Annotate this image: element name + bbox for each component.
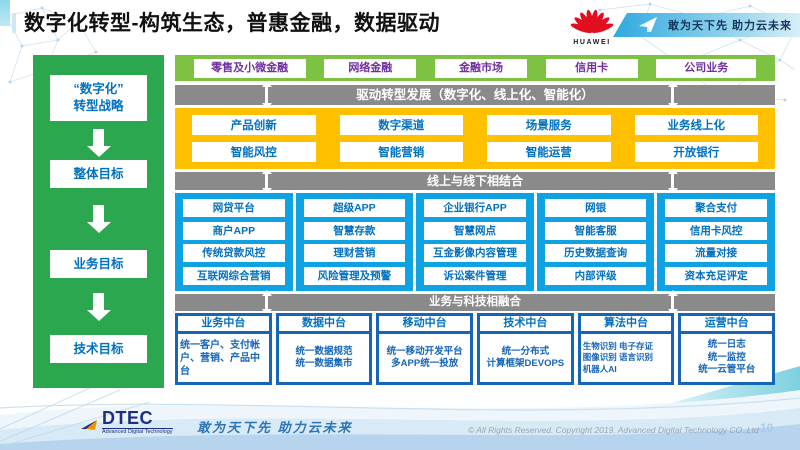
business-line-item: 信用卡	[545, 58, 638, 78]
strategy-sidebar: “数字化” 转型战略 整体目标 业务目标 技术目标	[33, 55, 164, 388]
updown-arrow-icon	[261, 290, 272, 315]
platform-column-tech: 技术中台 统一分布式 计算框架DEVOPS	[477, 313, 574, 385]
application-item: 流量对接	[665, 244, 767, 263]
application-item: 智能客服	[544, 221, 647, 240]
slogan-banner: 敢为天下先 助力云未来	[613, 13, 800, 37]
application-column: 企业银行APP 智慧网点 互金影像内容管理 诉讼案件管理	[416, 193, 534, 291]
capability-item: 业务线上化	[634, 115, 758, 135]
dtec-caption: Advanced Digital Technology	[102, 428, 173, 435]
application-column: 网贷平台 商户APP 传统贷款风控 互联网综合营销	[175, 193, 293, 291]
capability-item: 数字渠道	[339, 115, 463, 135]
platform-title: 业务中台	[178, 316, 269, 331]
application-item: 理财营销	[303, 244, 406, 263]
updown-arrow-icon	[261, 168, 272, 194]
application-item: 诉讼案件管理	[424, 266, 526, 285]
application-item: 企业银行APP	[424, 199, 526, 218]
platform-title: 运营中台	[681, 316, 773, 331]
down-arrow-icon	[86, 205, 111, 233]
sidebar-item-overall-goal: 整体目标	[50, 160, 147, 188]
application-item: 网贷平台	[183, 199, 285, 218]
application-item: 信用卡风控	[665, 221, 767, 240]
updown-arrow-icon	[667, 168, 678, 194]
page-title: 数字化转型-构筑生态，普惠金融，数据驱动	[24, 12, 440, 35]
updown-arrow-icon	[667, 81, 678, 109]
platform-column-operation: 运营中台 统一日志 统一监控 统一云管平台	[678, 313, 776, 385]
business-line-item: 零售及小微金融	[193, 58, 306, 78]
application-column: 超级APP 智慧存款 理财营销 风险管理及预警	[295, 193, 414, 291]
updown-arrow-icon	[261, 81, 272, 109]
platform-detail: 统一分布式 计算框架DEVOPS	[480, 334, 571, 382]
updown-arrow-icon	[667, 290, 678, 315]
business-line-item: 公司业务	[656, 58, 757, 78]
platform-title: 算法中台	[580, 316, 672, 331]
application-item: 历史数据查询	[544, 244, 647, 263]
application-item: 传统贷款风控	[183, 244, 285, 263]
application-column: 网银 智能客服 历史数据查询 内部评级	[536, 193, 655, 291]
application-item: 网银	[544, 199, 647, 218]
application-item: 互联网综合营销	[183, 266, 285, 285]
capability-item: 产品创新	[192, 115, 316, 135]
sidebar-item-business-goal: 业务目标	[50, 250, 147, 278]
application-item: 商户APP	[183, 221, 285, 240]
transform-bar-label: 业务与科技相融合	[429, 296, 521, 308]
application-item: 风险管理及预警	[303, 266, 406, 285]
down-arrow-icon	[86, 129, 111, 157]
capability-item: 智能运营	[487, 142, 611, 162]
platform-title: 技术中台	[480, 316, 571, 331]
dtec-wordmark: DTEC	[102, 408, 153, 428]
application-item: 互金影像内容管理	[424, 244, 526, 263]
platform-column-business: 业务中台 统一客户、支付帐户、营销、产品中台	[175, 313, 272, 385]
banner-slogan: 敢为天下先 助力云未来	[668, 20, 793, 32]
application-item: 资本充足评定	[665, 266, 767, 285]
application-item: 内部评级	[544, 266, 647, 285]
title-accent-bar	[0, 0, 10, 26]
platform-detail: 统一数据规范 统一数据集市	[278, 334, 370, 382]
business-line-item: 金融市场	[434, 58, 527, 78]
platform-title: 移动中台	[379, 316, 471, 331]
application-item: 聚合支付	[665, 199, 767, 218]
copyright-text: © All Rights Reserved. Copyright 2019. A…	[468, 425, 759, 435]
platform-title: 数据中台	[278, 316, 370, 331]
application-item: 智慧网点	[424, 221, 526, 240]
down-arrow-icon	[86, 293, 111, 321]
capability-item: 智能营销	[339, 142, 463, 162]
sidebar-item-strategy: “数字化” 转型战略	[50, 75, 147, 121]
platform-detail: 统一移动开发平台 多APP统一投放	[379, 334, 471, 382]
title-accent-bar-thin	[12, 13, 16, 33]
platform-detail: 统一日志 统一监控 统一云管平台	[681, 334, 773, 382]
huawei-flower-icon	[570, 9, 614, 33]
platform-column-algorithm: 算法中台 生物识别 电子存证 图像识别 语言识别 机器人AI	[577, 313, 675, 385]
transform-bar-label: 驱动转型发展（数字化、线上化、智能化）	[356, 88, 594, 102]
capability-item: 场景服务	[487, 115, 611, 135]
business-line-item: 网络金融	[324, 58, 417, 78]
dtec-logo: DTEC Advanced Digital Technology	[80, 409, 173, 436]
transform-bar-label: 线上与线下相结合	[426, 174, 523, 188]
application-column: 聚合支付 信用卡风控 流量对接 资本充足评定	[657, 193, 775, 291]
dtec-arrow-icon	[81, 419, 97, 430]
application-item: 超级APP	[303, 199, 406, 218]
capability-item: 智能风控	[192, 142, 316, 162]
transform-bar-drive: 驱动转型发展（数字化、线上化、智能化）	[175, 85, 775, 105]
platform-column-mobile: 移动中台 统一移动开发平台 多APP统一投放	[376, 313, 474, 385]
sidebar-item-tech-goal: 技术目标	[50, 335, 147, 363]
platform-detail: 统一客户、支付帐户、营销、产品中台	[178, 334, 269, 382]
application-panel: 网贷平台 商户APP 传统贷款风控 互联网综合营销 超级APP 智慧存款 理财营…	[175, 193, 775, 291]
platform-panel: 业务中台 统一客户、支付帐户、营销、产品中台 数据中台 统一数据规范 统一数据集…	[175, 313, 776, 385]
footer-slogan: 敢为天下先 助力云未来	[197, 420, 353, 435]
capability-panel: 产品创新 数字渠道 场景服务 业务线上化 智能风控 智能营销 智能运营 开放银行	[175, 108, 775, 169]
business-line-band: 零售及小微金融 网络金融 金融市场 信用卡 公司业务	[175, 55, 775, 81]
platform-column-data: 数据中台 统一数据规范 统一数据集市	[275, 313, 373, 385]
transform-bar-online-offline: 线上与线下相结合	[175, 172, 775, 190]
paper-plane-icon	[639, 17, 657, 32]
huawei-logo: HUAWEI	[566, 3, 618, 46]
capability-item: 开放银行	[634, 142, 758, 162]
transform-bar-tech-fusion: 业务与科技相融合	[175, 294, 775, 311]
platform-detail: 生物识别 电子存证 图像识别 语言识别 机器人AI	[580, 334, 672, 382]
application-item: 智慧存款	[303, 221, 406, 240]
huawei-wordmark: HUAWEI	[573, 39, 611, 46]
page-number: 10	[760, 421, 774, 435]
